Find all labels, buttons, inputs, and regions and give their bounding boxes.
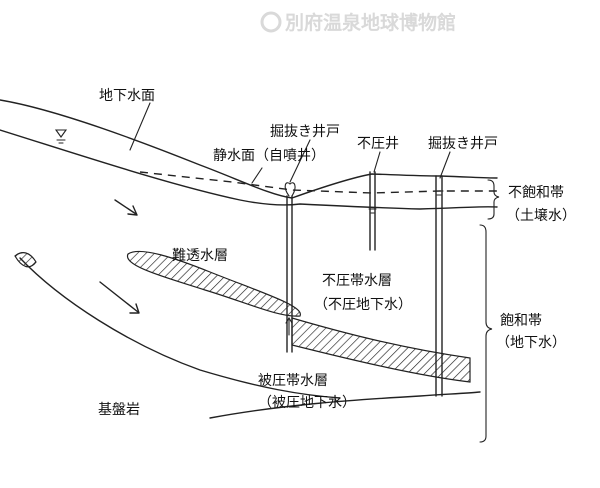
label-saturated-zone: 飽和帯 xyxy=(500,312,542,329)
flow-arrow-lower xyxy=(99,281,140,314)
bedrock-lower-boundary xyxy=(209,391,481,419)
label-water-table: 地下水面 xyxy=(99,88,155,104)
leader-artesian-well-right xyxy=(439,151,451,179)
label-unconfined-groundwater: （不圧地下水） xyxy=(314,297,412,313)
label-groundwater: （地下水） xyxy=(496,335,566,351)
label-aquitard: 難透水層 xyxy=(172,248,228,264)
aquitard-layer xyxy=(127,250,301,317)
label-unconfined-aquifer: 不圧帯水層 xyxy=(322,273,392,289)
watermark-logo: 別府温泉地球博物館 xyxy=(260,11,456,34)
flow-arrow-upper xyxy=(114,199,138,216)
water-table-line xyxy=(0,129,498,210)
watermark-text: 別府温泉地球博物館 xyxy=(285,11,456,34)
label-confined-groundwater: （被圧地下水） xyxy=(258,395,356,411)
leader-static-level xyxy=(251,167,263,184)
leader-artesian-well xyxy=(289,139,311,183)
artesian-well-right xyxy=(434,175,444,397)
label-unconfined-well: 不圧井 xyxy=(357,136,399,152)
logo-icon xyxy=(260,11,282,33)
bedrock-left-edge xyxy=(14,252,37,268)
water-table-symbol xyxy=(54,129,68,144)
bedrock-upper-boundary xyxy=(19,257,341,399)
label-soil-water: （土壌水） xyxy=(506,208,576,224)
label-static-level: 静水面（自噴井） xyxy=(213,148,325,164)
confining-layer xyxy=(291,317,471,383)
label-artesian-well-right: 掘抜き井戸 xyxy=(428,136,498,152)
unconfined-well xyxy=(368,171,377,251)
leader-unconfined-well xyxy=(373,151,381,173)
label-unsaturated-zone: 不飽和帯 xyxy=(508,184,564,201)
label-artesian-well: 掘抜き井戸 xyxy=(270,124,340,140)
artesian-flowing-well xyxy=(284,182,296,353)
label-bedrock: 基盤岩 xyxy=(98,401,140,418)
label-confined-aquifer: 被圧帯水層 xyxy=(258,373,328,389)
leader-water-table xyxy=(129,102,151,151)
bracket-saturated-zone xyxy=(479,224,493,443)
bracket-unsaturated-zone xyxy=(487,179,500,220)
static-water-level xyxy=(139,171,497,194)
ground-surface xyxy=(0,99,498,199)
